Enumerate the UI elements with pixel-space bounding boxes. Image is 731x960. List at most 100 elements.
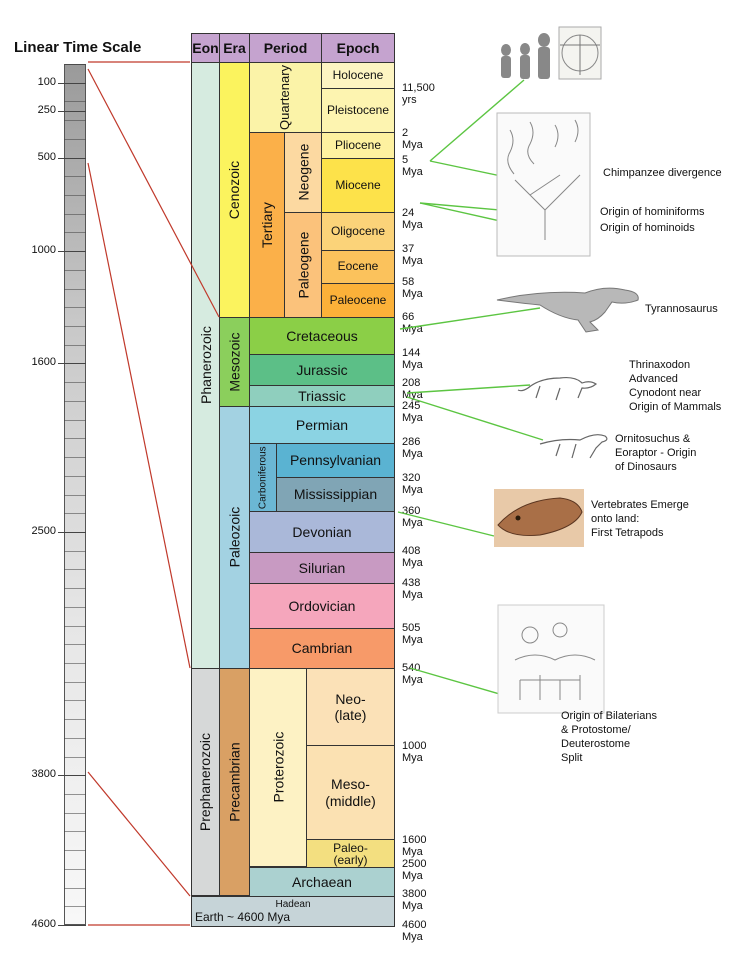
ruler-tick bbox=[64, 906, 86, 907]
mya-label: 144 Mya bbox=[402, 347, 423, 371]
mya-label: 24 Mya bbox=[402, 207, 423, 231]
hadean-label: Hadean bbox=[275, 899, 311, 910]
ornitosuchus-line-1: Ornitosuchus & bbox=[615, 433, 691, 445]
connector-tetrapod bbox=[397, 511, 495, 537]
tetrapod-photo bbox=[494, 489, 584, 547]
ruler-tick bbox=[64, 214, 86, 215]
ruler-tick bbox=[64, 738, 86, 739]
mya-label: 3800 Mya bbox=[402, 888, 427, 912]
ruler-tick bbox=[64, 476, 86, 477]
epoch-meso-label: Meso- bbox=[331, 776, 370, 793]
epoch-holocene: Holocene bbox=[321, 62, 395, 89]
ruler-tick bbox=[64, 120, 86, 121]
earth-age-label: Earth ~ 4600 Mya bbox=[195, 909, 291, 924]
annotation-bilaterians: Origin of Bilaterians & Protostome/ Deut… bbox=[561, 709, 657, 765]
annotation-origin-hominiforms: Origin of hominiforms bbox=[600, 206, 705, 218]
bilaterian-diagram-illustration bbox=[497, 604, 605, 714]
ruler-major-tick bbox=[58, 158, 86, 159]
ruler-major-tick bbox=[58, 111, 86, 112]
annotation-ornitosuchus: Ornitosuchus & Eoraptor - Origin of Dino… bbox=[615, 432, 696, 474]
vertebrates-line-1: Vertebrates Emerge bbox=[591, 499, 689, 511]
mya-label: 2 Mya bbox=[402, 127, 423, 151]
ruler-tick bbox=[64, 869, 86, 870]
period-triassic: Triassic bbox=[249, 385, 395, 407]
annotation-vertebrates: Vertebrates Emerge onto land: First Tetr… bbox=[591, 498, 689, 540]
ruler-label: 1600 bbox=[31, 356, 56, 368]
ruler-tick bbox=[64, 326, 86, 327]
mya-label: 11,500 yrs bbox=[402, 82, 435, 106]
mya-label: 408 Mya bbox=[402, 545, 423, 569]
ruler-major-tick bbox=[58, 925, 86, 926]
mya-label: 320 Mya bbox=[402, 472, 423, 496]
ruler-label: 2500 bbox=[31, 525, 56, 537]
thrinaxodon-line-3: Cynodont near bbox=[629, 387, 702, 399]
mya-label: 438 Mya bbox=[402, 577, 423, 601]
ruler-tick bbox=[64, 850, 86, 851]
header-eon: Eon bbox=[191, 33, 220, 63]
hominid-phylogeny-illustration bbox=[496, 112, 591, 257]
ruler-tick bbox=[64, 495, 86, 496]
ruler-tick bbox=[64, 420, 86, 421]
ruler-tick bbox=[64, 700, 86, 701]
mya-label: 37 Mya bbox=[402, 243, 423, 267]
ruler-tick bbox=[64, 644, 86, 645]
ruler-tick bbox=[64, 401, 86, 402]
annotation-thrinaxodon: Thrinaxodon Advanced Cynodont near Origi… bbox=[629, 358, 721, 414]
annotation-tyrannosaurus: Tyrannosaurus bbox=[645, 303, 718, 315]
linear-time-scale-title: Linear Time Scale bbox=[14, 39, 142, 56]
ruler-tick bbox=[64, 626, 86, 627]
connector-ruler-100-to-cenozoic bbox=[87, 68, 220, 318]
annotation-chimpanzee-divergence: Chimpanzee divergence bbox=[603, 167, 722, 179]
mya-label: 2500 Mya bbox=[402, 858, 427, 882]
ruler-tick bbox=[64, 813, 86, 814]
ruler-tick bbox=[64, 607, 86, 608]
ruler-major-tick bbox=[58, 251, 86, 252]
tyrannosaurus-illustration bbox=[496, 287, 639, 333]
ruler-tick bbox=[64, 551, 86, 552]
period-pennsylvanian: Pennsylvanian bbox=[276, 443, 395, 478]
thrinaxodon-line-1: Thrinaxodon bbox=[629, 359, 691, 371]
ruler-label: 250 bbox=[37, 104, 56, 116]
ruler-tick bbox=[64, 195, 86, 196]
epoch-neo-label: Neo- bbox=[335, 690, 366, 707]
period-archaean: Archaean bbox=[249, 867, 395, 897]
mya-label: 245 Mya bbox=[402, 400, 423, 424]
period-permian: Permian bbox=[249, 406, 395, 444]
ruler-major-tick bbox=[58, 775, 86, 776]
ruler-tick bbox=[64, 176, 86, 177]
epoch-neo-sublabel: (late) bbox=[334, 707, 367, 723]
mya-label: 286 Mya bbox=[402, 436, 423, 460]
period-neogene: Neogene bbox=[284, 132, 322, 213]
ruler-tick bbox=[64, 888, 86, 889]
ruler-label: 500 bbox=[37, 151, 56, 163]
ruler-tick bbox=[64, 663, 86, 664]
ruler-tick bbox=[64, 270, 86, 271]
ornitosuchus-line-3: of Dinosaurs bbox=[615, 461, 677, 473]
ruler-major-tick bbox=[58, 83, 86, 84]
human-evolution-illustration bbox=[501, 33, 550, 79]
ruler-major-tick bbox=[58, 363, 86, 364]
ruler-tick bbox=[64, 682, 86, 683]
ruler-tick bbox=[64, 794, 86, 795]
ruler-tick bbox=[64, 513, 86, 514]
epoch-meso-sublabel: (middle) bbox=[325, 792, 376, 809]
ruler-label: 4600 bbox=[31, 918, 56, 930]
era-precambrian: Precambrian bbox=[219, 668, 250, 896]
ruler-tick bbox=[64, 438, 86, 439]
mya-label: 58 Mya bbox=[402, 276, 423, 300]
epoch-paleo-sublabel: (early) bbox=[333, 852, 368, 867]
bilaterians-line-4: Split bbox=[561, 752, 583, 764]
connector-ornitosuchus bbox=[406, 396, 544, 441]
period-jurassic: Jurassic bbox=[249, 354, 395, 386]
bilaterians-line-2: & Protostome/ bbox=[561, 724, 631, 736]
mya-label: 1000 Mya bbox=[402, 740, 427, 764]
thrinaxodon-illustration bbox=[517, 376, 598, 401]
era-paleozoic: Paleozoic bbox=[219, 406, 250, 669]
ruler-tick bbox=[64, 831, 86, 832]
ruler-tick bbox=[64, 232, 86, 233]
mya-label: 5 Mya bbox=[402, 154, 423, 178]
ruler-tick bbox=[64, 139, 86, 140]
ruler-tick bbox=[64, 588, 86, 589]
ruler-tick bbox=[64, 64, 86, 65]
